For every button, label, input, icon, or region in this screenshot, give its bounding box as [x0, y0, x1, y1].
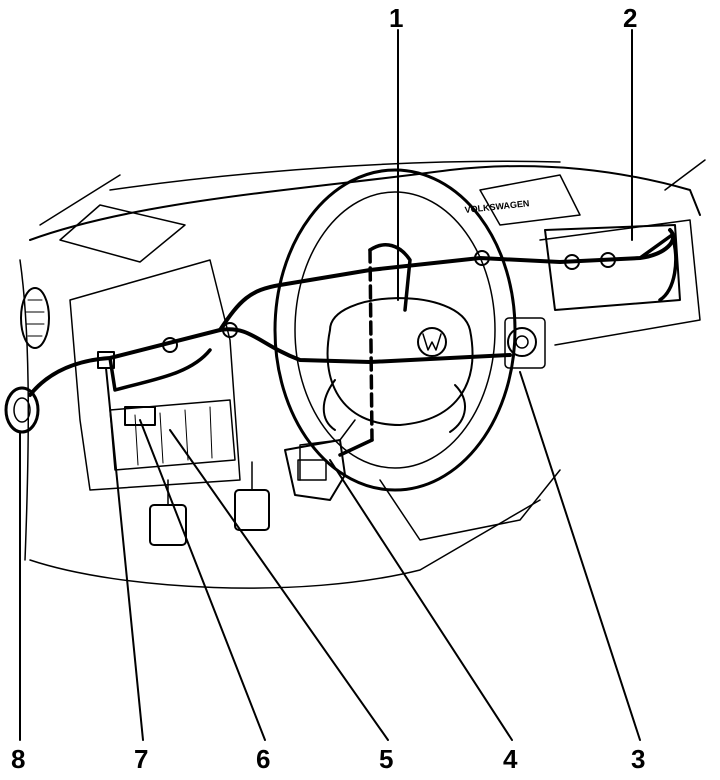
lower-dash-panel	[69, 259, 241, 491]
callout-2: 2	[623, 3, 638, 33]
callout-1: 1	[389, 3, 404, 33]
callout-4: 4	[503, 744, 518, 774]
airbag-control-unit	[284, 439, 346, 501]
callout-7: 7	[134, 744, 149, 774]
leader-line-3	[519, 371, 641, 741]
steering-wheel-inner	[294, 191, 496, 469]
passenger-airbag-cover	[544, 224, 681, 311]
wiring-harness-lower	[108, 348, 212, 392]
wiring-harness-main	[28, 327, 512, 397]
callout-5: 5	[379, 744, 394, 774]
wiring-harness-column	[368, 248, 374, 442]
dashboard-outline	[29, 165, 701, 241]
steering-wheel-rim	[273, 168, 517, 492]
left-air-vent	[20, 287, 50, 349]
callout-8: 8	[11, 744, 26, 774]
leader-line-6	[139, 419, 266, 741]
round-switch	[4, 386, 40, 434]
glovebox	[539, 219, 701, 346]
steering-spoke-right	[449, 384, 466, 433]
center-panel	[504, 317, 546, 369]
leader-line-4	[329, 459, 513, 741]
left-door-panel	[19, 259, 30, 561]
center-console-vent	[479, 174, 581, 226]
harness-clip	[162, 337, 178, 353]
steering-column	[299, 419, 356, 481]
radio-knob	[507, 327, 537, 357]
wiring-to-control-unit	[338, 438, 374, 457]
dashboard-upper-rim	[109, 160, 561, 191]
floor-line	[29, 499, 541, 589]
clutch-pedal	[234, 489, 270, 531]
harness-clip	[474, 250, 490, 266]
dashboard-emblem-text: VOLKSWAGEN	[464, 198, 530, 215]
vw-emblem	[417, 327, 447, 357]
callout-3: 3	[631, 744, 646, 774]
steering-spoke-left	[322, 379, 336, 431]
connector-block	[124, 406, 156, 426]
windshield-edge	[39, 174, 121, 226]
wiring-harness-upper	[218, 228, 676, 332]
steering-wheel-hub	[326, 297, 474, 426]
windshield-edge-right	[664, 159, 706, 191]
harness-clip	[222, 322, 238, 338]
harness-clip	[600, 252, 616, 268]
wiring-to-passenger	[638, 233, 678, 302]
harness-clip	[564, 254, 580, 270]
leader-line-7	[105, 367, 144, 741]
callout-6: 6	[256, 744, 271, 774]
leader-line-5	[169, 429, 389, 741]
defroster-vent	[59, 204, 186, 263]
wiring-harness-column-2	[368, 243, 412, 312]
center-tunnel	[379, 469, 561, 541]
